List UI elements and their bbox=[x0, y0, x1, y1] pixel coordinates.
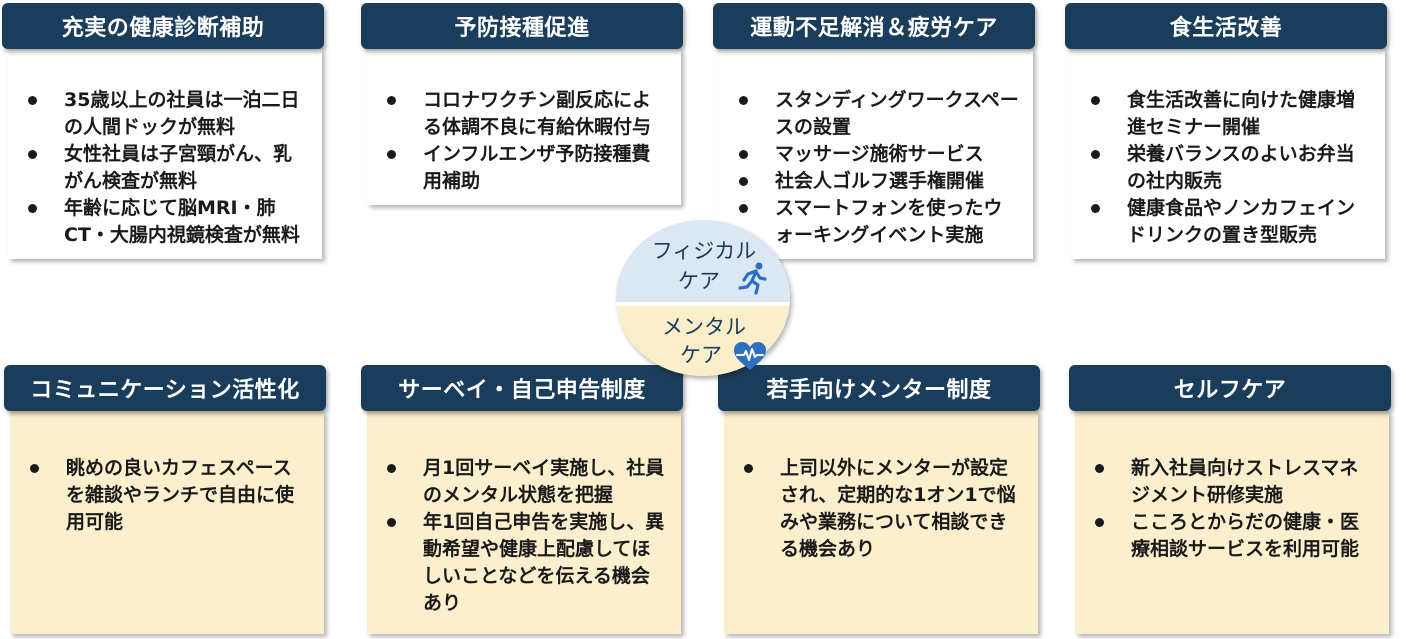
heartbeat-icon bbox=[732, 340, 768, 372]
list-item: 女性社員は子宮頸がん、乳がん検査が無料 bbox=[28, 141, 308, 195]
mental-care-label-line1: メンタル bbox=[662, 315, 746, 339]
item-list: 35歳以上の社員は一泊二日の人間ドックが無料 女性社員は子宮頸がん、乳がん検査が… bbox=[28, 87, 308, 249]
list-item: 上司以外にメンターが設定され、定期的な1オン1で悩みや業務について相談できる機会… bbox=[744, 455, 1024, 563]
list-item: 新入社員向けストレスマネジメント研修実施 bbox=[1095, 455, 1375, 509]
item-list: スタンディングワークスペースの設置 マッサージ施術サービス 社会人ゴルフ選手権開… bbox=[739, 87, 1019, 249]
card-title: コミュニケーション活性化 bbox=[4, 365, 326, 411]
item-list: 月1回サーベイ実施し、社員のメンタル状態を把握 年1回自己申告を実施し、異動希望… bbox=[387, 455, 667, 617]
list-item: スタンディングワークスペースの設置 bbox=[739, 87, 1019, 141]
list-item: 眺めの良いカフェスペースを雑談やランチで自由に使用可能 bbox=[30, 455, 310, 536]
list-item: 食生活改善に向けた健康増進セミナー開催 bbox=[1091, 87, 1371, 141]
physical-half bbox=[616, 220, 790, 302]
item-list: 食生活改善に向けた健康増進セミナー開催 栄養バランスのよいお弁当の社内販売 健康… bbox=[1091, 87, 1371, 249]
card-body: スタンディングワークスペースの設置 マッサージ施術サービス 社会人ゴルフ選手権開… bbox=[719, 49, 1033, 259]
care-category-circle: フィジカル ケア メンタル ケア bbox=[616, 220, 790, 376]
list-item: 社会人ゴルフ選手権開催 bbox=[739, 168, 1019, 195]
card-body: 35歳以上の社員は一泊二日の人間ドックが無料 女性社員は子宮頸がん、乳がん検査が… bbox=[8, 49, 322, 259]
list-item: こころとからだの健康・医療相談サービスを利用可能 bbox=[1095, 509, 1375, 563]
card-title: セルフケア bbox=[1069, 365, 1391, 411]
list-item: 栄養バランスのよいお弁当の社内販売 bbox=[1091, 141, 1371, 195]
list-item: 35歳以上の社員は一泊二日の人間ドックが無料 bbox=[28, 87, 308, 141]
card-body: 食生活改善に向けた健康増進セミナー開催 栄養バランスのよいお弁当の社内販売 健康… bbox=[1071, 49, 1385, 259]
card-body: コロナワクチン副反応による体調不良に有給休暇付与 インフルエンザ予防接種費用補助 bbox=[367, 49, 681, 205]
card-body: 月1回サーベイ実施し、社員のメンタル状態を把握 年1回自己申告を実施し、異動希望… bbox=[367, 411, 681, 634]
list-item: スマートフォンを使ったウォーキングイベント実施 bbox=[739, 195, 1019, 249]
list-item: マッサージ施術サービス bbox=[739, 141, 1019, 168]
card-body: 上司以外にメンターが設定され、定期的な1オン1で悩みや業務について相談できる機会… bbox=[724, 411, 1038, 634]
card-title: 充実の健康診断補助 bbox=[2, 3, 324, 49]
card-title: 運動不足解消＆疲労ケア bbox=[713, 3, 1035, 49]
list-item: 健康食品やノンカフェインドリンクの置き型販売 bbox=[1091, 195, 1371, 249]
card-body: 眺めの良いカフェスペースを雑談やランチで自由に使用可能 bbox=[10, 411, 324, 634]
runner-icon bbox=[734, 260, 770, 296]
mental-half bbox=[616, 306, 790, 376]
list-item: 年齢に応じて脳MRI・肺CT・大腸内視鏡検査が無料 bbox=[28, 195, 308, 249]
item-list: 新入社員向けストレスマネジメント研修実施 こころとからだの健康・医療相談サービス… bbox=[1095, 455, 1375, 563]
physical-care-label-line2: ケア bbox=[678, 269, 720, 293]
card-body: 新入社員向けストレスマネジメント研修実施 こころとからだの健康・医療相談サービス… bbox=[1075, 411, 1389, 634]
list-item: 月1回サーベイ実施し、社員のメンタル状態を把握 bbox=[387, 455, 667, 509]
card-title: 予防接種促進 bbox=[361, 3, 683, 49]
list-item: 年1回自己申告を実施し、異動希望や健康上配慮してほしいことなどを伝える機会あり bbox=[387, 509, 667, 617]
physical-care-label-line1: フィジカル bbox=[651, 239, 757, 263]
mental-care-label-line2: ケア bbox=[680, 343, 722, 367]
item-list: 上司以外にメンターが設定され、定期的な1オン1で悩みや業務について相談できる機会… bbox=[744, 455, 1024, 563]
item-list: コロナワクチン副反応による体調不良に有給休暇付与 インフルエンザ予防接種費用補助 bbox=[387, 87, 667, 195]
list-item: コロナワクチン副反応による体調不良に有給休暇付与 bbox=[387, 87, 667, 141]
item-list: 眺めの良いカフェスペースを雑談やランチで自由に使用可能 bbox=[30, 455, 310, 536]
list-item: インフルエンザ予防接種費用補助 bbox=[387, 141, 667, 195]
card-title: 食生活改善 bbox=[1065, 3, 1387, 49]
